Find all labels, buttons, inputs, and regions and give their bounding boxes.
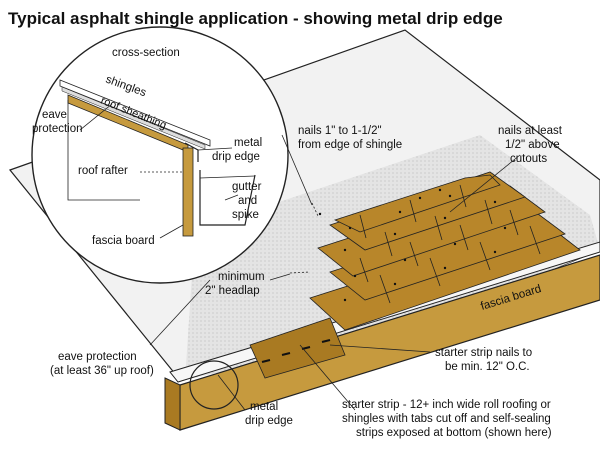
eave-protection-main-label-1: eave protection: [58, 351, 137, 363]
nails-cutouts-label-2: 1/2" above: [505, 139, 560, 151]
nails-cutouts-label-1: nails at least: [498, 125, 563, 137]
starter-strip-label-2: shingles with tabs cut off and self-seal…: [342, 413, 551, 425]
metal-drip-edge-inset-label-2: drip edge: [212, 151, 260, 163]
cross-section-label: cross-section: [112, 47, 180, 59]
starter-strip-label-3: strips exposed at bottom (shown here): [356, 427, 552, 439]
gutter-label-1: gutter: [232, 181, 262, 193]
metal-drip-edge-inset-label-1: metal: [234, 137, 262, 149]
roof-rafter-label: roof rafter: [78, 165, 128, 177]
headlap-label-2: 2" headlap: [205, 285, 260, 297]
nails-edge-label-1: nails 1" to 1-1/2": [298, 125, 382, 137]
starter-strip-label-1: starter strip - 12+ inch wide roll roofi…: [342, 399, 551, 411]
starter-nails-label-2: be min. 12" O.C.: [445, 361, 530, 373]
nails-edge-label-2: from edge of shingle: [298, 139, 402, 151]
metal-drip-edge-main-label-2: drip edge: [245, 415, 293, 427]
starter-strip: [249, 317, 346, 379]
shingle-nails: [318, 188, 507, 302]
shingle-tab-lines: [359, 184, 541, 304]
detail-circle: [189, 360, 239, 410]
headlap-label-1: minimum: [218, 271, 265, 283]
eave-protection-main-label-2: (at least 36" up roof): [50, 365, 154, 377]
gutter-label-2: and: [238, 195, 257, 207]
metal-drip-edge-main-label-1: metal: [250, 401, 278, 413]
eave-protection-inset-label-2: protection: [32, 123, 83, 135]
shingle-field: [309, 171, 581, 331]
gutter-label-3: spike: [232, 209, 259, 221]
leader-lines: [79, 103, 521, 411]
diagram-title: Typical asphalt shingle application - sh…: [8, 9, 503, 28]
cross-section-inset: [31, 26, 289, 284]
nails-cutouts-label-3: cutouts: [510, 153, 547, 165]
starter-nails-label-1: starter strip nails to: [435, 347, 532, 359]
eave-protection-inset-label-1: eave: [42, 109, 67, 121]
fascia-board-inset-label: fascia board: [92, 235, 155, 247]
